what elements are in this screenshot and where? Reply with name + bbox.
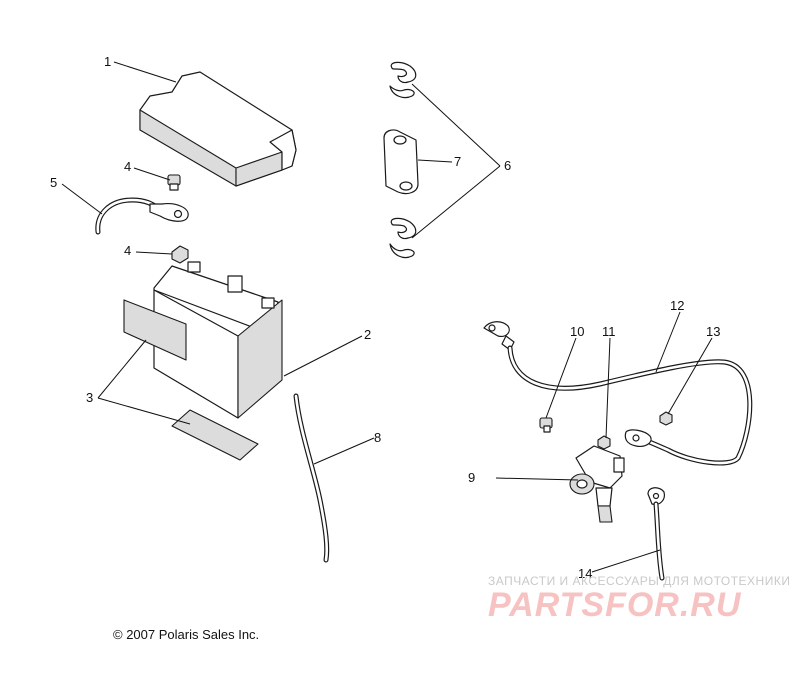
callout-labels: 1 4 5 4 2 3 8 7 6 10 11 12 13 9 14 [50,54,720,581]
copyright-notice: © 2007 Polaris Sales Inc. [113,627,260,642]
callout-11: 11 [602,324,616,339]
battery [123,261,283,419]
clip-lower [389,217,417,259]
battery-cable-short [95,197,189,235]
callout-3: 3 [86,390,93,405]
callout-9: 9 [468,470,475,485]
callout-1: 1 [104,54,111,69]
main-cable [483,321,753,466]
callout-8: 8 [374,430,381,445]
clip-upper [389,61,417,99]
callout-14: 14 [578,566,592,581]
watermark-logo: PARTSFOR.RU [488,586,742,624]
nut-upper [171,245,189,264]
short-cable [647,487,665,581]
nut-right [659,411,673,426]
callout-13: 13 [706,324,720,339]
callout-4-lower: 4 [124,243,131,258]
solenoid [569,445,625,523]
watermark-tagline: ЗАПЧАСТИ И АКСЕССУАРЫ ДЛЯ МОТОТЕХНИКИ [488,574,791,588]
battery-cover [139,71,297,187]
nut-small [597,435,611,450]
bolt-upper [167,174,181,191]
vent-tube [293,393,330,563]
callout-12: 12 [670,298,684,313]
battery-decal [171,409,259,461]
link-bracket [383,129,419,195]
callout-5: 5 [50,175,57,190]
bolt-lower [539,417,553,433]
callout-4-upper: 4 [124,159,131,174]
leader-lines [61,61,713,573]
callout-7: 7 [454,154,461,169]
callout-10: 10 [570,324,584,339]
callout-2: 2 [364,327,371,342]
callout-6: 6 [504,158,511,173]
